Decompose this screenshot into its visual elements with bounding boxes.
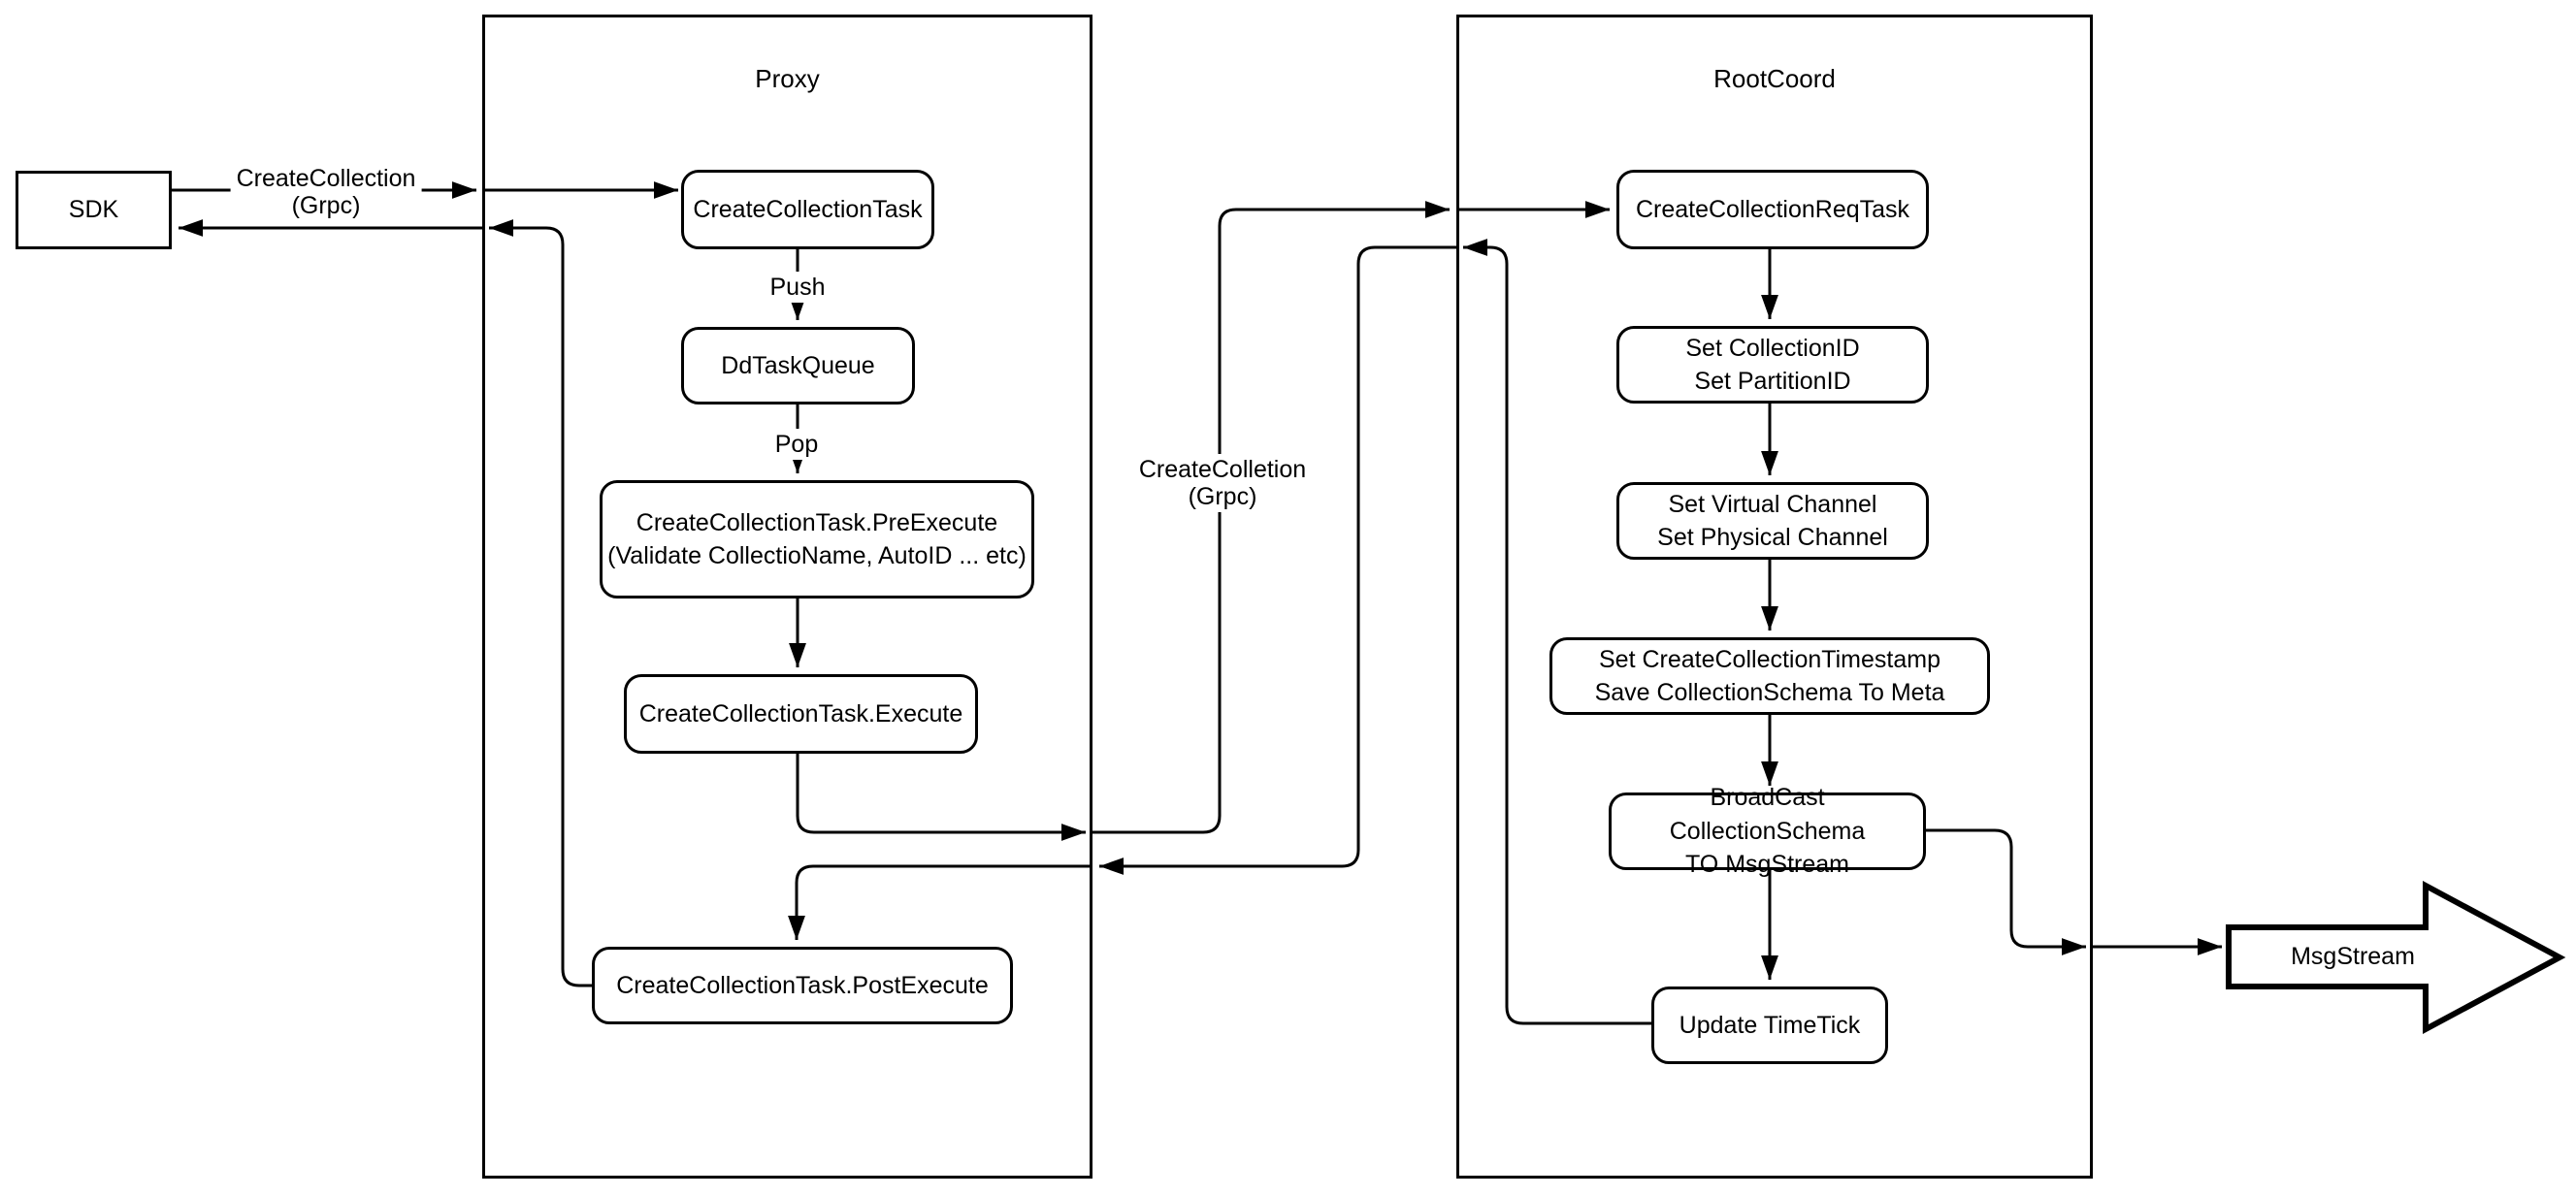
node-dd-task-queue: DdTaskQueue xyxy=(681,327,915,404)
node-post-execute: CreateCollectionTask.PostExecute xyxy=(592,947,1013,1024)
edge-proxy-border-to-rootcoord-border xyxy=(1092,201,1451,834)
node-create-collection-req-task: CreateCollectionReqTask xyxy=(1616,170,1929,249)
rootcoord-title: RootCoord xyxy=(1713,64,1836,93)
node-set-collection-id: Set CollectionID Set PartitionID xyxy=(1616,326,1929,404)
edge-label-create-collection-grpc: CreateCollection (Grpc) xyxy=(230,163,422,221)
edge-post-execute-to-proxy-border xyxy=(488,219,592,987)
container-proxy: Proxy xyxy=(482,15,1092,1179)
node-create-collection-task: CreateCollectionTask xyxy=(681,170,934,249)
edge-proxy-border-to-post-execute xyxy=(788,864,1092,941)
msgstream-block-arrow xyxy=(2226,880,2566,1035)
edge-update-time-tick-to-rootcoord-border xyxy=(1462,239,1651,1025)
container-rootcoord: RootCoord xyxy=(1456,15,2093,1179)
node-broadcast-collection-schema: BroadCast CollectionSchema TO MsgStream xyxy=(1609,784,1926,878)
node-set-virtual-channel: Set Virtual Channel Set Physical Channel xyxy=(1616,482,1929,560)
node-set-create-collection-timestamp: Set CreateCollectionTimestamp Save Colle… xyxy=(1549,637,1990,715)
edge-label-push: Push xyxy=(764,272,831,303)
node-execute: CreateCollectionTask.Execute xyxy=(624,674,978,754)
edge-rootcoord-border-to-proxy-border xyxy=(1098,245,1456,875)
node-msg-stream-label: MsgStream xyxy=(2291,943,2415,970)
edge-label-create-colletion-grpc: CreateColletion (Grpc) xyxy=(1132,454,1313,512)
edge-label-pop: Pop xyxy=(768,429,825,460)
node-sdk: SDK xyxy=(16,171,172,249)
proxy-title: Proxy xyxy=(755,64,820,93)
node-update-time-tick: Update TimeTick xyxy=(1651,987,1888,1064)
edge-broadcast-to-rootcoord-border xyxy=(1926,828,2087,955)
node-pre-execute: CreateCollectionTask.PreExecute (Validat… xyxy=(600,480,1034,598)
edge-execute-to-proxy-border xyxy=(796,754,1087,841)
